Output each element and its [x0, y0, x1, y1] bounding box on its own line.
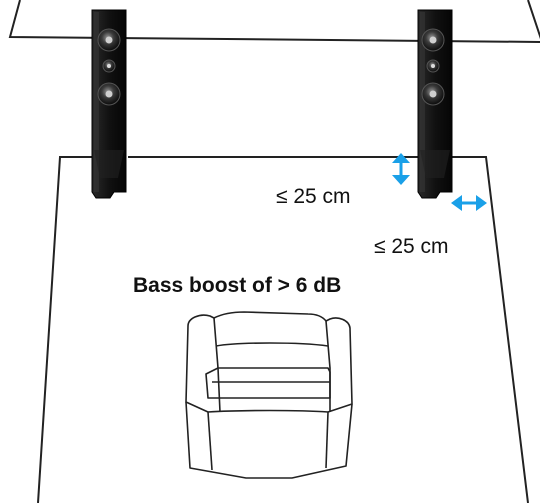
horizontal-double-arrow-icon	[451, 195, 487, 211]
floorstanding-speaker-icon	[91, 9, 127, 199]
vertical-double-arrow-icon	[392, 153, 410, 185]
wall-distance-label: ≤ 25 cm	[276, 185, 351, 208]
back-shelf-outline	[8, 0, 540, 43]
side-distance-label: ≤ 25 cm	[374, 235, 449, 258]
bass-boost-label: Bass boost of > 6 dB	[133, 274, 342, 297]
floorstanding-speaker-icon	[417, 9, 453, 199]
armchair-icon	[185, 311, 353, 479]
floor-outline	[37, 156, 529, 503]
